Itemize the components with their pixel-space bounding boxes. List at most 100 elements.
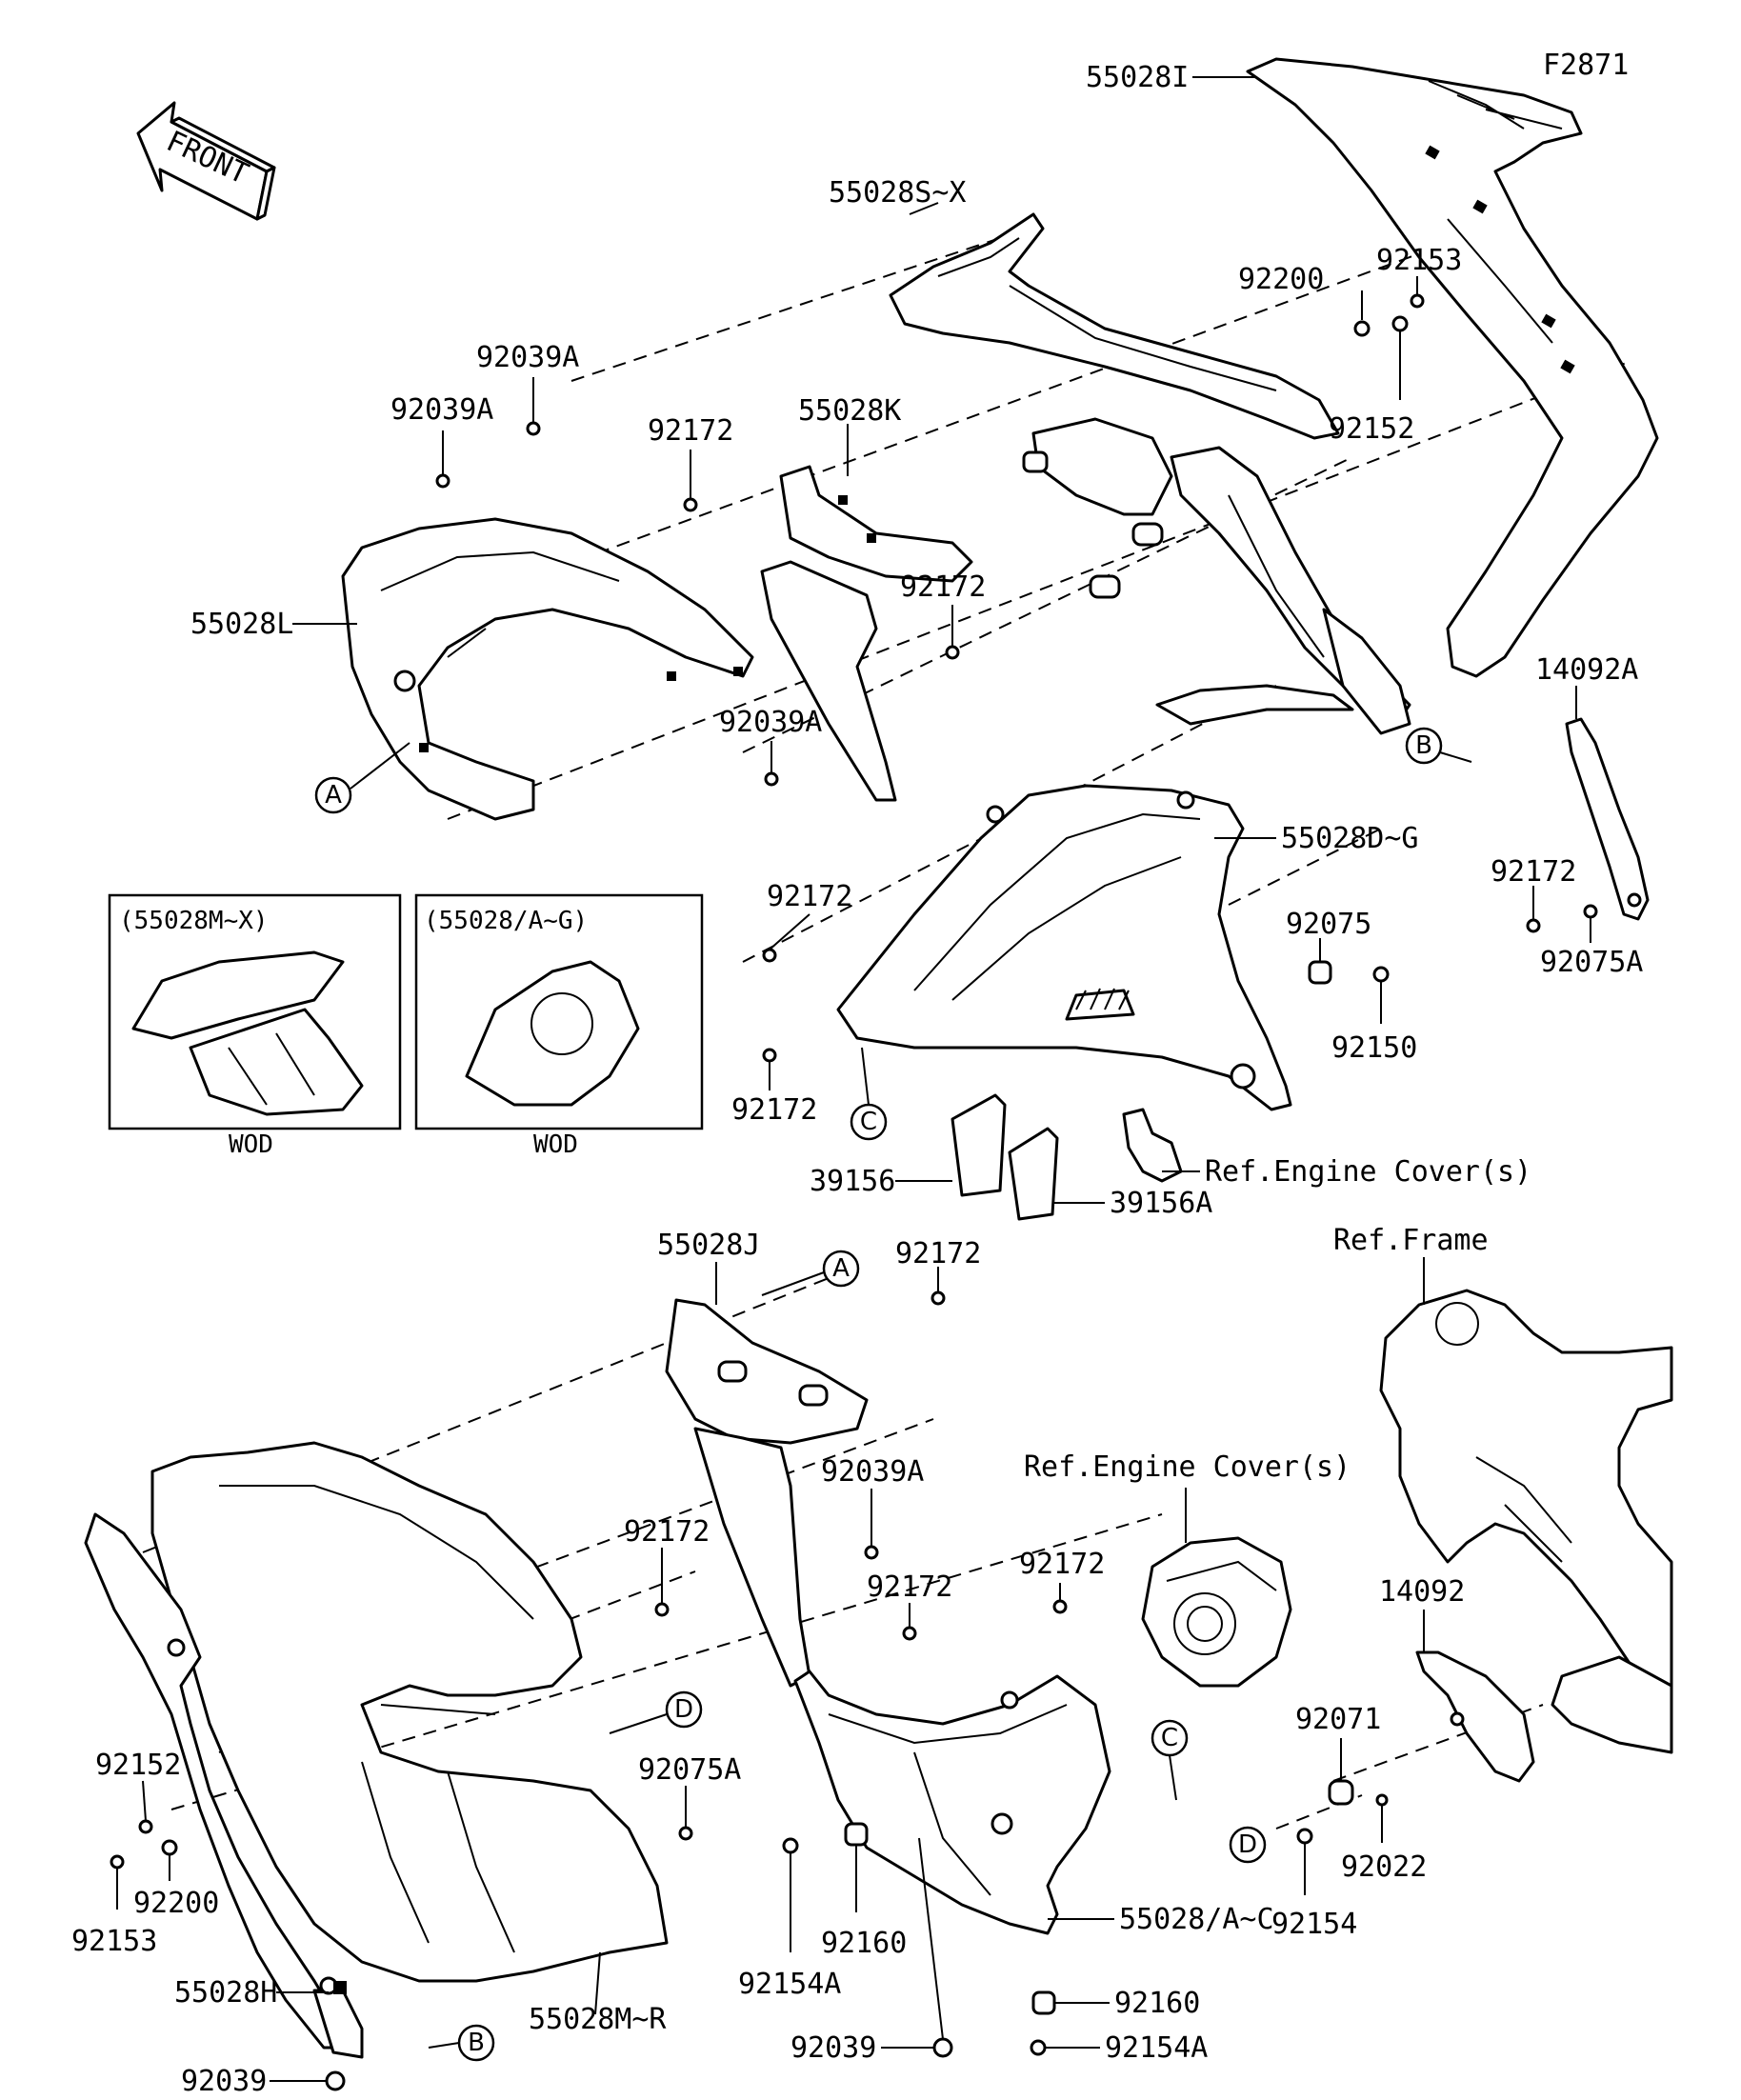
inset-55028-A-G-note: WOD xyxy=(533,1130,578,1159)
label-92075: 92075 xyxy=(1286,908,1371,941)
callout-a-top xyxy=(314,776,352,814)
label-92153-top: 92153 xyxy=(1376,244,1462,277)
label-92160-2: 92160 xyxy=(1114,1987,1200,2020)
bolt-92154 xyxy=(1296,1828,1313,1845)
grommet-92160-1 xyxy=(844,1822,869,1847)
svg-text:D: D xyxy=(1238,1830,1257,1859)
label-92172-1: 92172 xyxy=(648,414,733,448)
side-strip-55028H xyxy=(84,1512,364,2059)
bolt-92154A-2 xyxy=(1030,2039,1047,2056)
upper-fairing-55028S-X xyxy=(889,212,1340,440)
washer-92200-top xyxy=(1353,320,1371,337)
label-92150: 92150 xyxy=(1331,1031,1417,1065)
collar-92022 xyxy=(1375,1793,1389,1807)
label-92071: 92071 xyxy=(1295,1703,1381,1736)
screw-92039-bottom-left xyxy=(325,2070,346,2091)
label-92153-bottom: 92153 xyxy=(71,1925,157,1958)
inset-55028M-X-note: WOD xyxy=(229,1130,273,1159)
label-92160-1: 92160 xyxy=(821,1927,907,1960)
side-panel-55028L xyxy=(341,517,754,821)
label-92172-6: 92172 xyxy=(1491,855,1576,889)
svg-text:B: B xyxy=(1415,731,1432,760)
label-55028D-G: 55028D~G xyxy=(1281,822,1419,855)
bracket-14092 xyxy=(1415,1650,1535,1783)
label-92039A-2: 92039A xyxy=(390,393,493,427)
label-92152-top: 92152 xyxy=(1329,412,1414,446)
label-92200-bottom: 92200 xyxy=(133,1887,219,1920)
label-55028J: 55028J xyxy=(657,1229,760,1262)
label-92172-3: 92172 xyxy=(767,880,852,913)
label-55028-A-C: 55028/A~C xyxy=(1119,1903,1274,1936)
upper-cowl-55028I xyxy=(1246,57,1659,678)
svg-text:B: B xyxy=(468,2029,485,2057)
bracket-14092A xyxy=(1565,717,1650,921)
callout-d-left xyxy=(665,1690,703,1729)
inset-55028-A-G: (55028/A~G) WOD xyxy=(414,893,704,1159)
label-92172-4: 92172 xyxy=(731,1093,817,1127)
label-14092A: 14092A xyxy=(1535,653,1638,687)
bolt-92154A-1 xyxy=(782,1837,799,1854)
lower-fairing-55028M-R xyxy=(150,1441,669,1983)
callout-b-top xyxy=(1405,727,1443,765)
bolt-92153-bottom xyxy=(110,1854,125,1870)
pad-39156 xyxy=(951,1093,1007,1197)
nut-92152-top xyxy=(1391,315,1409,332)
lower-cowl-55028-A-C xyxy=(793,1670,1111,1935)
svg-text:C: C xyxy=(1161,1724,1178,1752)
label-92154A-1: 92154A xyxy=(738,1968,841,2001)
grommet-92075 xyxy=(1308,960,1332,985)
label-39156: 39156 xyxy=(810,1165,895,1198)
label-92075A-1: 92075A xyxy=(1540,946,1643,979)
label-92039A-4: 92039A xyxy=(821,1455,924,1489)
middle-fairing-55028D-G xyxy=(836,784,1292,1111)
svg-text:D: D xyxy=(674,1695,693,1724)
inner-panel-55028J xyxy=(665,1298,869,1688)
label-39156A: 39156A xyxy=(1110,1187,1212,1220)
label-55028S-X: 55028S~X xyxy=(829,176,967,210)
inset-55028M-X: (55028M~X) WOD xyxy=(108,893,402,1159)
frame-reference xyxy=(1379,1289,1673,1754)
label-92039A-1: 92039A xyxy=(476,341,579,374)
figure-code: F2871 xyxy=(1543,49,1629,82)
label-92172-10: 92172 xyxy=(1019,1548,1105,1581)
label-92152-bottom: 92152 xyxy=(95,1749,181,1782)
screw-92039-bottom xyxy=(932,2037,953,2058)
grommet-92071 xyxy=(1328,1779,1354,1806)
inner-panel-55028K xyxy=(760,465,973,802)
label-92172-7: 92172 xyxy=(895,1237,981,1270)
label-ref-engine-cover-1: Ref.Engine Cover(s) xyxy=(1205,1155,1531,1189)
nut-92152-bottom xyxy=(138,1819,153,1834)
inset-55028-A-G-title: (55028/A~G) xyxy=(424,907,588,935)
label-55028M-R: 55028M~R xyxy=(529,2003,667,2036)
svg-text:C: C xyxy=(860,1108,877,1136)
inset-55028M-X-title: (55028M~X) xyxy=(119,907,269,935)
front-direction-arrow: FRONT xyxy=(136,101,276,221)
label-92200-top: 92200 xyxy=(1238,263,1324,296)
inner-fairing-bracket xyxy=(1022,417,1411,735)
pad-39156A xyxy=(1008,1127,1059,1221)
engine-cover-reference xyxy=(1141,1536,1292,1688)
label-55028H: 55028H xyxy=(174,1976,277,2010)
label-92039-bottom: 92039 xyxy=(790,2031,876,2065)
label-92039: 92039 xyxy=(181,2065,267,2098)
label-ref-engine-cover-2: Ref.Engine Cover(s) xyxy=(1024,1450,1351,1484)
label-92154A-2: 92154A xyxy=(1105,2031,1208,2065)
callout-d-right xyxy=(1229,1826,1267,1864)
svg-text:A: A xyxy=(325,781,342,810)
label-55028L: 55028L xyxy=(190,608,293,641)
label-ref-frame: Ref.Frame xyxy=(1333,1224,1489,1257)
label-92172-8: 92172 xyxy=(624,1515,710,1549)
label-55028K: 55028K xyxy=(798,394,901,428)
label-92172-2: 92172 xyxy=(900,570,986,604)
label-14092: 14092 xyxy=(1379,1575,1465,1609)
svg-text:A: A xyxy=(832,1254,850,1283)
label-92039A-3: 92039A xyxy=(719,706,822,739)
label-92075A-2: 92075A xyxy=(638,1753,741,1787)
label-92022: 92022 xyxy=(1341,1850,1427,1884)
label-92172-9: 92172 xyxy=(867,1570,952,1604)
engine-cover-bracket-top xyxy=(1122,1108,1183,1183)
label-55028I: 55028I xyxy=(1086,61,1189,94)
grommet-92160-2 xyxy=(1031,1990,1056,2015)
